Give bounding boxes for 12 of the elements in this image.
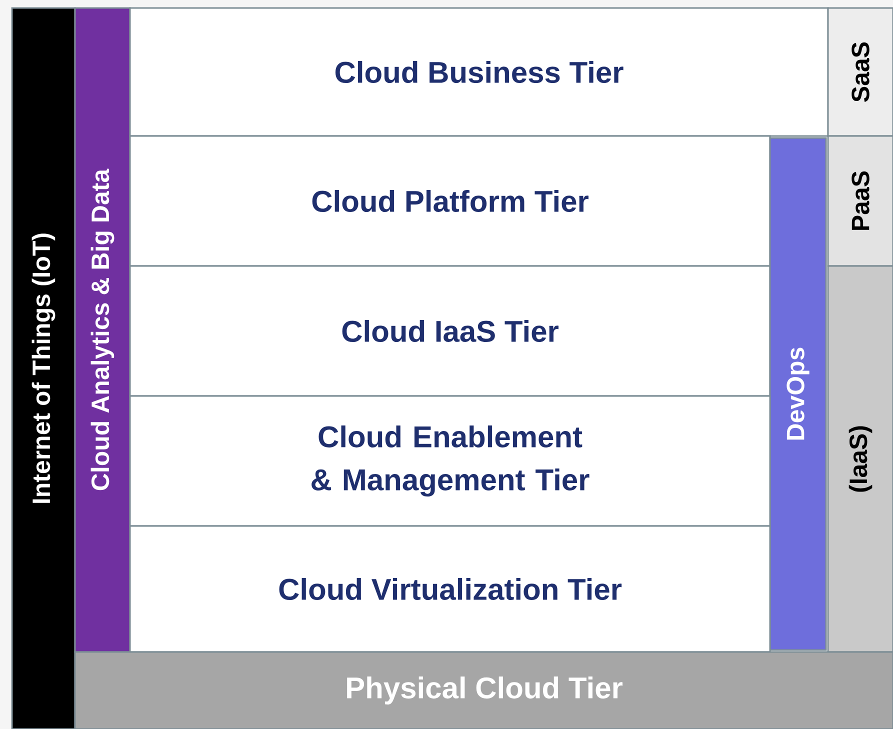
tier-box: Cloud Virtualization Tier bbox=[129, 525, 771, 653]
tier-box: Physical Cloud Tier bbox=[74, 651, 893, 729]
service-band: SaaS bbox=[827, 7, 893, 137]
service-band: (IaaS) bbox=[827, 265, 893, 653]
tier-box: Cloud Platform Tier bbox=[129, 135, 771, 267]
vertical-band: Internet of Things (IoT) bbox=[11, 7, 76, 729]
tier-box: Cloud IaaS Tier bbox=[129, 265, 771, 397]
tier-box: Cloud Business Tier bbox=[129, 7, 829, 137]
vertical-band: DevOps bbox=[769, 137, 827, 651]
vertical-band: Cloud Analytics & Big Data bbox=[74, 7, 131, 653]
tier-box: Cloud Enablement & Management Tier bbox=[129, 395, 771, 527]
service-band: PaaS bbox=[827, 135, 893, 267]
